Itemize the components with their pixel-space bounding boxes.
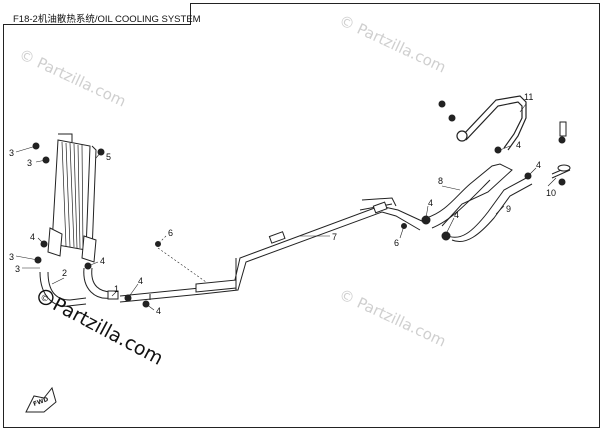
callout-4e[interactable]: 4 <box>428 198 433 208</box>
leader-lines <box>15 103 557 311</box>
callout-4g[interactable]: 4 <box>516 140 521 150</box>
callout-6a[interactable]: 6 <box>168 228 173 238</box>
banjo-bolt-10 <box>551 121 571 186</box>
callout-6b[interactable]: 6 <box>394 238 399 248</box>
watermark-bottomright: © Partzilla.com <box>336 285 449 350</box>
hose-8 <box>425 163 513 229</box>
callout-4d[interactable]: 4 <box>156 306 161 316</box>
callout-4b[interactable]: 4 <box>100 256 105 266</box>
callout-3c[interactable]: 3 <box>9 252 14 262</box>
fwd-direction-badge: FWD <box>25 386 57 413</box>
hose-9 <box>421 175 533 242</box>
callout-1[interactable]: 1 <box>114 284 119 294</box>
callout-8[interactable]: 8 <box>438 176 443 186</box>
bolt-top-11 <box>438 100 532 180</box>
callout-9[interactable]: 9 <box>506 204 511 214</box>
callout-3a[interactable]: 3 <box>9 148 14 158</box>
callout-3d[interactable]: 3 <box>15 264 20 274</box>
callout-7[interactable]: 7 <box>332 232 337 242</box>
callout-4c[interactable]: 4 <box>138 276 143 286</box>
title-box: F18-2机油散热系统/OIL COOLING SYSTEM <box>3 3 201 25</box>
callout-4f[interactable]: 4 <box>454 210 459 220</box>
callout-4h[interactable]: 4 <box>536 160 541 170</box>
watermark-topleft: © Partzilla.com <box>16 45 129 110</box>
callout-10[interactable]: 10 <box>546 188 556 198</box>
callout-11[interactable]: 11 <box>524 92 533 102</box>
callout-5[interactable]: 5 <box>106 152 111 162</box>
main-oil-lines <box>119 197 425 303</box>
callout-3b[interactable]: 3 <box>27 158 32 168</box>
watermark-copyright-icon: © <box>40 292 51 304</box>
tube-11 <box>456 95 527 151</box>
fwd-label: FWD <box>32 396 49 408</box>
callout-2[interactable]: 2 <box>62 268 67 278</box>
callout-4a[interactable]: 4 <box>30 232 35 242</box>
oil-cooler <box>47 133 97 263</box>
diagram-frame <box>3 3 600 428</box>
watermark-topright: © Partzilla.com <box>336 11 449 76</box>
diagram-title: F18-2机油散热系统/OIL COOLING SYSTEM <box>13 14 201 25</box>
